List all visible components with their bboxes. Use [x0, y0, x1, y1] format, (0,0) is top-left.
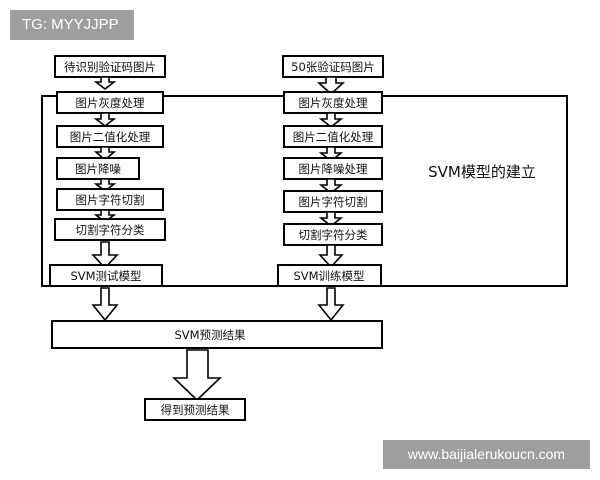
svm-test-model-box: [49, 264, 163, 287]
left-step-box-1: [56, 91, 164, 114]
arrow-down-icon: [91, 287, 119, 322]
right-input-label: 50张验证码图片: [291, 60, 375, 74]
arrow-down-icon: [316, 76, 346, 96]
svm-predict-label: SVM预测结果: [174, 328, 246, 342]
left-step-label-3: 图片降噪: [75, 162, 121, 176]
svm-train-model-label: SVM训练模型: [293, 269, 364, 283]
result-label: 得到预测结果: [161, 403, 230, 417]
right-step-label-4: 图片字符切割: [299, 195, 368, 209]
arrow-down-icon: [91, 241, 119, 270]
left-step-box-4: [56, 188, 164, 211]
svm-model-frame-label: SVM模型的建立: [428, 163, 536, 181]
left-input-label: 待识别验证码图片: [64, 60, 156, 74]
right-step-label-5: 切割字符分类: [299, 228, 368, 242]
right-step-label-3: 图片降噪处理: [299, 162, 368, 176]
arrow-down-icon: [317, 287, 345, 322]
left-step-box-3: [56, 157, 140, 180]
arrow-down-icon: [93, 146, 117, 162]
arrow-down-icon: [93, 178, 117, 193]
left-step-label-5: 切割字符分类: [76, 223, 145, 237]
left-step-box-5: [54, 218, 166, 241]
svm-test-model-label: SVM测试模型: [70, 269, 141, 283]
left-step-label-2: 图片二值化处理: [70, 130, 151, 144]
left-input-box: [54, 55, 166, 78]
arrow-down-icon: [318, 244, 344, 269]
arrow-down-icon: [318, 211, 344, 228]
right-step-label-1: 图片灰度处理: [299, 96, 368, 110]
arrow-down-icon: [93, 76, 117, 91]
left-step-box-2: [56, 125, 164, 148]
arrow-down-icon: [93, 112, 117, 128]
left-step-label-4: 图片字符切割: [76, 193, 145, 207]
watermark-bottom-right: www.baijialerukoucn.com: [383, 440, 590, 469]
arrow-down-icon: [318, 178, 344, 195]
right-step-label-2: 图片二值化处理: [293, 130, 374, 144]
result-box: [144, 398, 246, 421]
arrow-down-icon: [172, 349, 222, 402]
arrow-down-icon: [318, 112, 344, 129]
svm-train-model-box: [277, 264, 382, 287]
left-step-label-1: 图片灰度处理: [76, 96, 145, 110]
watermark-top-left: TG: MYYJJPP: [10, 10, 134, 40]
svm-predict-box: [51, 320, 383, 349]
